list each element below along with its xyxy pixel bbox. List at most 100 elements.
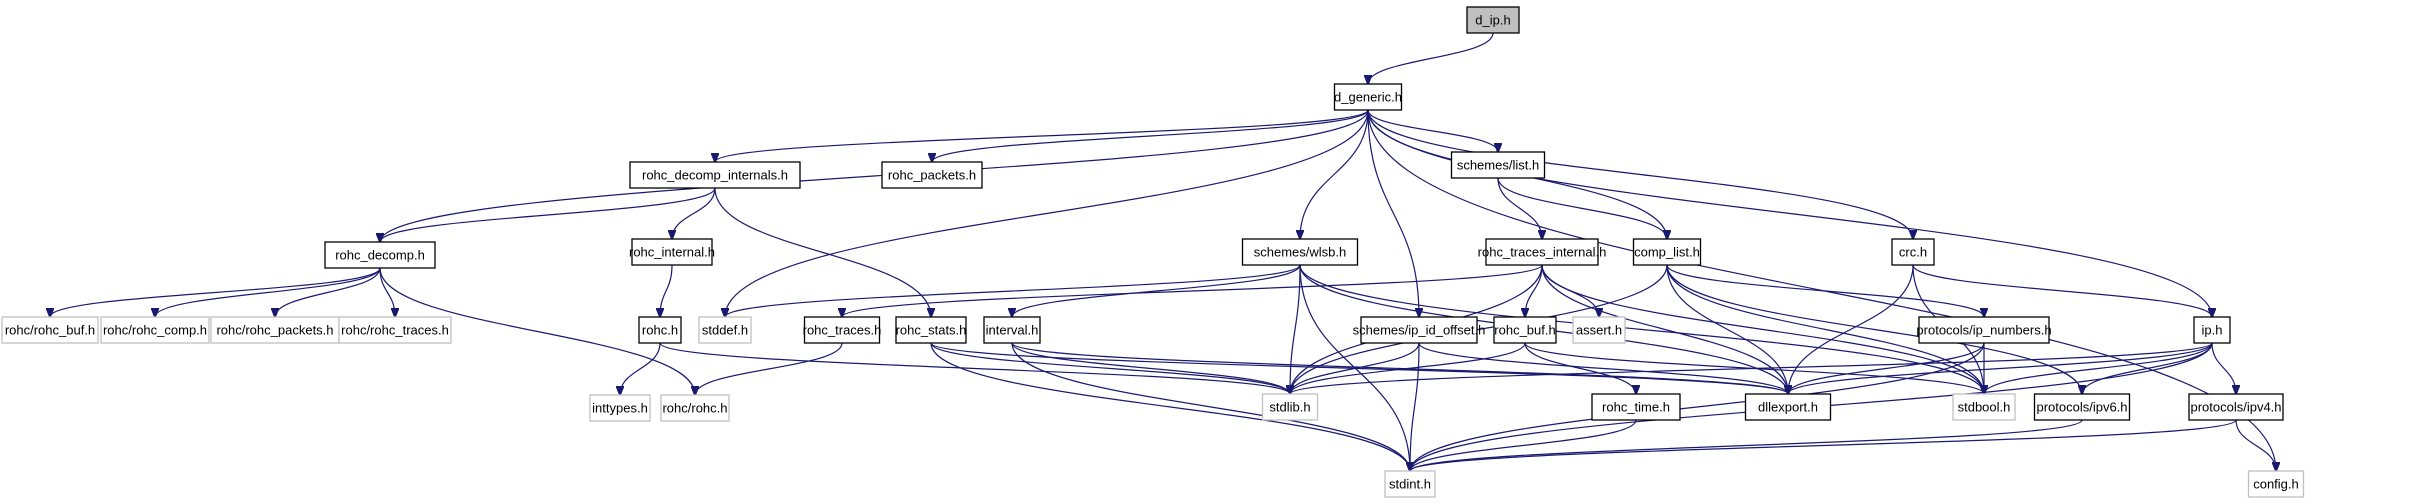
edge-d_generic-to-ip bbox=[1367, 109, 2212, 317]
node-rohc-h[interactable]: rohc.h bbox=[638, 316, 682, 344]
node-box bbox=[1485, 238, 1599, 266]
node-schemes-ip-id-offset[interactable]: schemes/ip_id_offset.h bbox=[1353, 316, 1486, 344]
node-d-generic[interactable]: d_generic.h bbox=[1333, 83, 1403, 111]
node-schemes-wlsb[interactable]: schemes/wlsb.h bbox=[1241, 238, 1359, 266]
edge-rohc_h-to-stdlib bbox=[659, 342, 1290, 394]
edge-crc-to-ip bbox=[1912, 264, 2212, 317]
edge-rohc_traces-to-rohc_rohc bbox=[695, 342, 843, 395]
node-rohc-traces-internal[interactable]: rohc_traces_internal.h bbox=[1478, 238, 1607, 266]
node-protocols-ipv4[interactable]: protocols/ipv4.h bbox=[2188, 393, 2284, 421]
node-rohc-rohc: rohc/rohc.h bbox=[660, 394, 730, 422]
node-config: config.h bbox=[2247, 470, 2305, 498]
edge-protocols_ipv6-to-stdint bbox=[1410, 419, 2083, 471]
node-label: rohc/rohc_buf.h bbox=[5, 323, 95, 338]
node-label: rohc_traces.h bbox=[803, 323, 882, 338]
edge-ip-to-stdbool bbox=[1984, 342, 2213, 394]
node-rohc-rohc-comp: rohc/rohc_comp.h bbox=[100, 316, 210, 344]
node-rohc-traces[interactable]: rohc_traces.h bbox=[803, 316, 882, 344]
edge-protocols_ip_numbers-to-dllexport bbox=[1788, 342, 1985, 394]
edge-crc-to-dllexport bbox=[1788, 264, 1914, 394]
edge-protocols_ip_numbers-to-stdint bbox=[1410, 342, 1985, 471]
edge-comp_list-to-protocols_ip_numbers bbox=[1666, 264, 1984, 317]
node-protocols-ipv6[interactable]: protocols/ipv6.h bbox=[2033, 393, 2131, 421]
node-label: crc.h bbox=[1899, 245, 1927, 260]
node-protocols-ip-numbers[interactable]: protocols/ip_numbers.h bbox=[1916, 316, 2052, 344]
node-label: stddef.h bbox=[702, 323, 748, 338]
node-label: protocols/ipv4.h bbox=[2190, 400, 2281, 415]
node-crc[interactable]: crc.h bbox=[1891, 238, 1935, 266]
node-label: schemes/wlsb.h bbox=[1254, 245, 1346, 260]
edge-rohc_decomp-to-rohc_rohc_traces bbox=[379, 267, 395, 317]
node-interval[interactable]: interval.h bbox=[983, 316, 1041, 344]
edge-rohc_traces_internal-to-rohc_traces bbox=[842, 264, 1543, 317]
node-assert: assert.h bbox=[1572, 316, 1626, 344]
node-rohc-buf[interactable]: rohc_buf.h bbox=[1493, 316, 1557, 344]
edge-protocols_ipv4-to-stdint bbox=[1410, 419, 2237, 471]
node-rohc-decomp[interactable]: rohc_decomp.h bbox=[324, 241, 436, 269]
edge-d_generic-to-schemes_list bbox=[1367, 109, 1498, 152]
edge-rohc_stats-to-stdint bbox=[930, 342, 1410, 471]
edge-rohc_traces_internal-to-rohc_buf bbox=[1525, 264, 1543, 317]
node-box bbox=[631, 238, 713, 266]
node-rohc-packets[interactable]: rohc_packets.h bbox=[881, 161, 983, 189]
edge-schemes_wlsb-to-stddef bbox=[725, 264, 1301, 317]
edge-schemes_wlsb-to-stdlib bbox=[1290, 264, 1301, 394]
node-box bbox=[338, 316, 452, 344]
node-label: d_ip.h bbox=[1475, 13, 1510, 28]
edge-schemes_wlsb-to-interval bbox=[1012, 264, 1301, 317]
edge-d_generic-to-crc bbox=[1367, 109, 1913, 239]
edge-d_generic-to-schemes_wlsb bbox=[1300, 109, 1369, 239]
node-box bbox=[1744, 393, 1832, 421]
node-label: schemes/ip_id_offset.h bbox=[1353, 323, 1486, 338]
node-box bbox=[2188, 393, 2284, 421]
node-label: stdbool.h bbox=[1958, 400, 2011, 415]
node-label: d_generic.h bbox=[1334, 90, 1402, 105]
node-label: stdlib.h bbox=[1269, 400, 1310, 415]
node-rohc-rohc-packets: rohc/rohc_packets.h bbox=[210, 316, 340, 344]
node-stdlib: stdlib.h bbox=[1261, 393, 1319, 421]
node-rohc-decomp-internals[interactable]: rohc_decomp_internals.h bbox=[629, 161, 801, 189]
edge-d_generic-to-schemes_ip_id_offset bbox=[1367, 109, 1419, 317]
node-box bbox=[1918, 316, 2050, 344]
node-label: rohc/rohc_packets.h bbox=[216, 323, 333, 338]
node-box bbox=[100, 316, 210, 344]
node-box bbox=[1261, 393, 1319, 421]
edge-schemes_ip_id_offset-to-dllexport bbox=[1418, 342, 1788, 394]
node-stddef: stddef.h bbox=[698, 316, 752, 344]
edge-rohc_decomp_internals-to-rohc_internal bbox=[672, 187, 716, 239]
edge-rohc_internal-to-rohc_h bbox=[660, 264, 673, 317]
node-box bbox=[638, 316, 682, 344]
node-rohc-time[interactable]: rohc_time.h bbox=[1591, 393, 1681, 421]
edge-d_ip-to-d_generic bbox=[1368, 32, 1494, 84]
node-schemes-list[interactable]: schemes/list.h bbox=[1450, 151, 1546, 179]
node-box bbox=[2193, 316, 2231, 344]
node-box bbox=[895, 316, 967, 344]
node-comp-list[interactable]: comp_list.h bbox=[1632, 238, 1702, 266]
edge-d_generic-to-rohc_packets bbox=[932, 109, 1369, 162]
edge-rohc_decomp-to-rohc_rohc bbox=[379, 267, 695, 395]
node-label: stdint.h bbox=[1389, 477, 1431, 492]
node-box bbox=[983, 316, 1041, 344]
node-box bbox=[1632, 238, 1702, 266]
node-rohc-stats[interactable]: rohc_stats.h bbox=[895, 316, 967, 344]
node-label: rohc.h bbox=[642, 323, 678, 338]
node-rohc-internal[interactable]: rohc_internal.h bbox=[629, 238, 715, 266]
edge-ip-to-dllexport bbox=[1788, 342, 2213, 394]
node-label: rohc_decomp.h bbox=[335, 248, 425, 263]
node-box bbox=[1333, 83, 1403, 111]
node-label: rohc_packets.h bbox=[888, 168, 976, 183]
node-stdbool: stdbool.h bbox=[1952, 393, 2016, 421]
edge-comp_list-to-stdlib bbox=[1290, 264, 1668, 394]
node-box bbox=[803, 316, 881, 344]
edge-interval-to-stdint bbox=[1011, 342, 1410, 471]
node-ip[interactable]: ip.h bbox=[2193, 316, 2231, 344]
node-box bbox=[2033, 393, 2131, 421]
node-box bbox=[1591, 393, 1681, 421]
edge-comp_list-to-protocols_ipv6 bbox=[1666, 264, 2082, 394]
node-box bbox=[589, 394, 651, 422]
node-inttypes: inttypes.h bbox=[589, 394, 651, 422]
edge-rohc_decomp-to-rohc_rohc_packets bbox=[275, 267, 381, 317]
node-label: schemes/list.h bbox=[1457, 158, 1539, 173]
node-dllexport[interactable]: dllexport.h bbox=[1744, 393, 1832, 421]
edge-rohc_stats-to-stdlib bbox=[930, 342, 1290, 394]
